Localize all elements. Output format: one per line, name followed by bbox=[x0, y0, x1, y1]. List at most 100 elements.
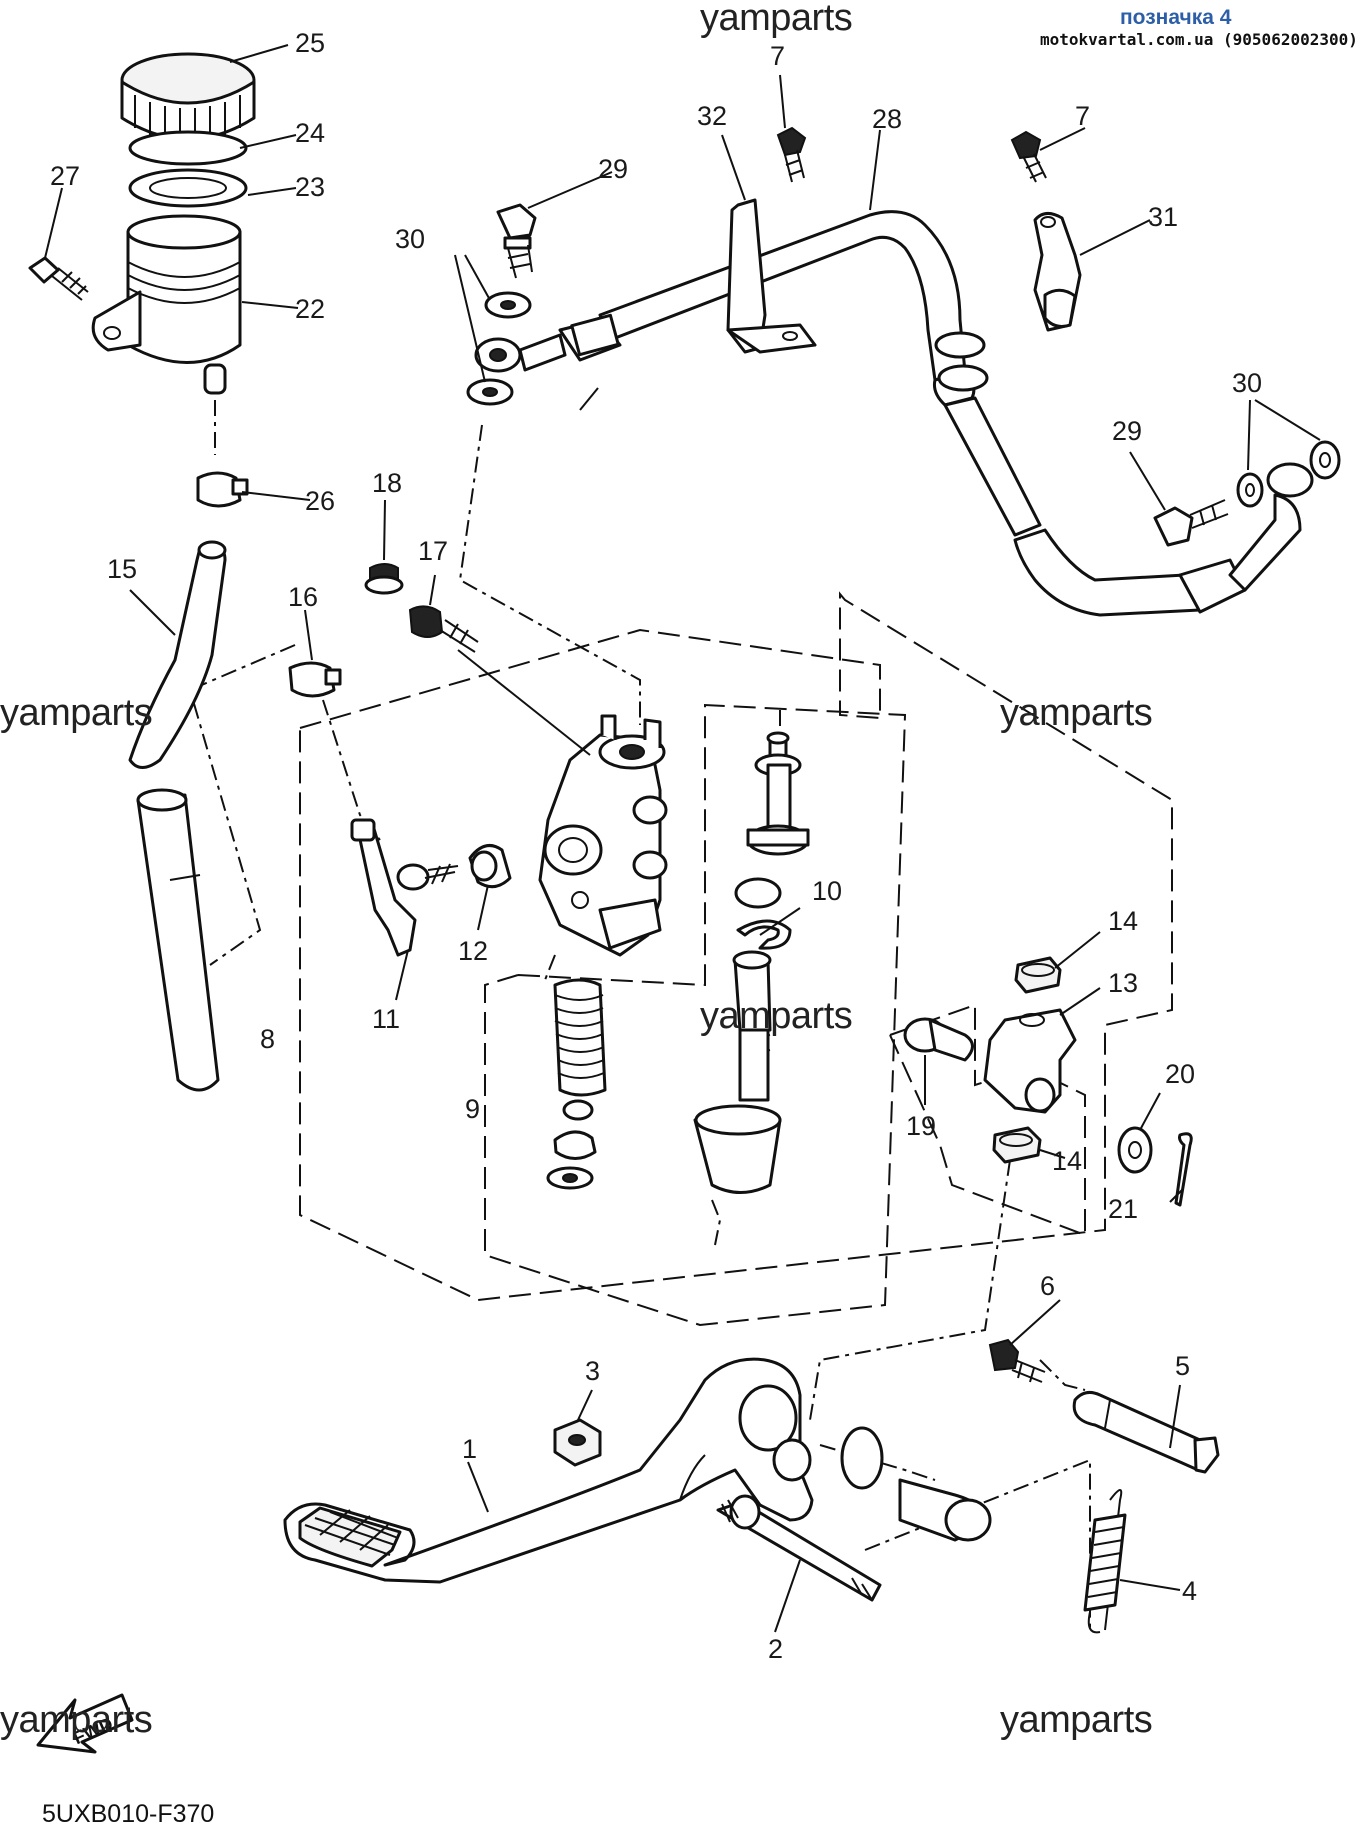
position-label: позначка 4 bbox=[1120, 6, 1232, 29]
banjo-bolt-29-left bbox=[496, 203, 537, 279]
banjo-fitting-right bbox=[1178, 462, 1314, 614]
pedal-arm-5 bbox=[1072, 1390, 1220, 1474]
reservoir-body bbox=[126, 230, 242, 364]
label-part-20: 20 bbox=[1165, 1059, 1195, 1089]
bolt-7-right bbox=[1010, 130, 1047, 183]
label-part-29-right: 29 bbox=[1112, 416, 1142, 446]
screw-27 bbox=[28, 256, 60, 284]
watermark-bottom-left: yamparts bbox=[0, 1699, 152, 1741]
label-part-30-right: 30 bbox=[1232, 368, 1262, 398]
spring-4 bbox=[1083, 1489, 1127, 1634]
piston-rod bbox=[693, 731, 810, 1194]
label-part-14-bottom: 14 bbox=[1052, 1146, 1082, 1176]
label-part-5: 5 bbox=[1175, 1351, 1190, 1381]
label-part-10: 10 bbox=[812, 876, 842, 906]
label-part-7-right: 7 bbox=[1075, 101, 1090, 131]
washer-30-right-b bbox=[1309, 440, 1341, 480]
piston-kit-9 bbox=[546, 978, 607, 1190]
label-part-22: 22 bbox=[295, 294, 325, 324]
bleed-screw-17 bbox=[408, 605, 479, 653]
washer-30-upper-left bbox=[484, 291, 532, 319]
label-part-19: 19 bbox=[906, 1111, 936, 1141]
label-part-27: 27 bbox=[50, 161, 80, 191]
diaphragm bbox=[128, 168, 248, 208]
washer-pedal bbox=[840, 1426, 884, 1490]
label-part-18: 18 bbox=[372, 468, 402, 498]
brake-pedal-1 bbox=[283, 1357, 814, 1584]
label-part-14-top: 14 bbox=[1108, 906, 1138, 936]
label-part-28: 28 bbox=[872, 104, 902, 134]
label-leader-lines bbox=[44, 44, 1321, 1633]
label-part-26: 26 bbox=[305, 486, 335, 516]
banjo-bolt-29-right bbox=[1153, 499, 1229, 547]
connector-lines bbox=[188, 400, 1091, 1628]
label-part-1: 1 bbox=[462, 1434, 477, 1464]
label-part-13: 13 bbox=[1108, 968, 1138, 998]
label-part-24: 24 bbox=[295, 118, 325, 148]
master-cylinder-body bbox=[538, 714, 668, 957]
watermark-bottom-right: yamparts bbox=[1000, 1699, 1152, 1741]
label-part-4: 4 bbox=[1182, 1576, 1197, 1606]
label-part-25: 25 bbox=[295, 28, 325, 58]
part-number-labels: 1 2 3 4 5 6 7 7 8 9 10 11 12 13 14 14 15… bbox=[50, 28, 1262, 1664]
rod-2 bbox=[716, 1494, 882, 1602]
washer-30-right-a bbox=[1236, 472, 1264, 508]
site-label: motokvartal.com.ua (905062002300) bbox=[1040, 30, 1358, 49]
label-part-8: 8 bbox=[260, 1024, 275, 1054]
hose-joint-11 bbox=[350, 818, 459, 957]
reservoir-outlet bbox=[203, 363, 227, 395]
reservoir-group bbox=[28, 52, 256, 395]
washer-20 bbox=[1117, 1126, 1153, 1174]
bolt-6 bbox=[988, 1338, 1046, 1383]
watermark-right: yamparts bbox=[1000, 692, 1152, 734]
cotter-pin-21 bbox=[1174, 1132, 1193, 1207]
fwd-arrow: FWD bbox=[36, 1693, 134, 1754]
watermark-top: yamparts bbox=[700, 0, 852, 39]
diaphragm-plate bbox=[128, 130, 248, 166]
outline-clevis-group bbox=[889, 1003, 1086, 1237]
label-part-31: 31 bbox=[1148, 202, 1178, 232]
label-part-17: 17 bbox=[418, 536, 448, 566]
outline-assembly-8 bbox=[299, 591, 1173, 1302]
washer-30-lower-left bbox=[466, 378, 514, 406]
hose-clamp-31 bbox=[1033, 212, 1082, 332]
label-part-32: 32 bbox=[697, 101, 727, 131]
pivot-bolt bbox=[898, 1478, 992, 1542]
bolt-7-left bbox=[776, 126, 807, 183]
circlip-10 bbox=[736, 919, 792, 950]
watermark-left: yamparts bbox=[0, 692, 152, 734]
diagram-code: 5UXB010-F370 bbox=[42, 1800, 214, 1828]
label-part-11: 11 bbox=[372, 1004, 400, 1034]
label-part-29-left: 29 bbox=[598, 154, 628, 184]
reservoir-mount-tab bbox=[91, 290, 142, 352]
brake-hose-28 bbox=[598, 210, 1217, 617]
hose-clip-16 bbox=[288, 661, 342, 698]
hose-clip-26 bbox=[196, 471, 249, 508]
pin-19 bbox=[903, 1017, 974, 1062]
label-part-30-left: 30 bbox=[395, 224, 425, 254]
label-part-6: 6 bbox=[1040, 1271, 1055, 1301]
nut-3 bbox=[553, 1418, 602, 1467]
nut-14-top bbox=[1014, 956, 1062, 994]
label-part-12: 12 bbox=[458, 936, 488, 966]
nut-14-bottom bbox=[992, 1126, 1042, 1164]
bleed-cap-18 bbox=[364, 563, 404, 595]
label-part-21: 21 bbox=[1108, 1194, 1138, 1224]
assembly-outlines bbox=[299, 591, 1173, 1327]
outline-kit-9 bbox=[484, 703, 907, 1327]
label-part-7-left: 7 bbox=[770, 41, 785, 71]
ring-bushing bbox=[734, 877, 782, 909]
clevis-13 bbox=[983, 1008, 1077, 1114]
label-part-16: 16 bbox=[288, 582, 318, 612]
seal-cap-12 bbox=[468, 844, 512, 889]
banjo-fitting-left bbox=[474, 313, 622, 373]
watermark-center: yamparts bbox=[700, 995, 852, 1037]
label-part-2: 2 bbox=[768, 1634, 783, 1664]
label-part-9: 9 bbox=[465, 1094, 480, 1124]
reservoir-hose-15 bbox=[128, 540, 227, 1092]
label-part-3: 3 bbox=[585, 1356, 600, 1386]
hose-bracket-32 bbox=[726, 198, 817, 354]
label-part-15: 15 bbox=[107, 554, 137, 584]
label-part-23: 23 bbox=[295, 172, 325, 202]
